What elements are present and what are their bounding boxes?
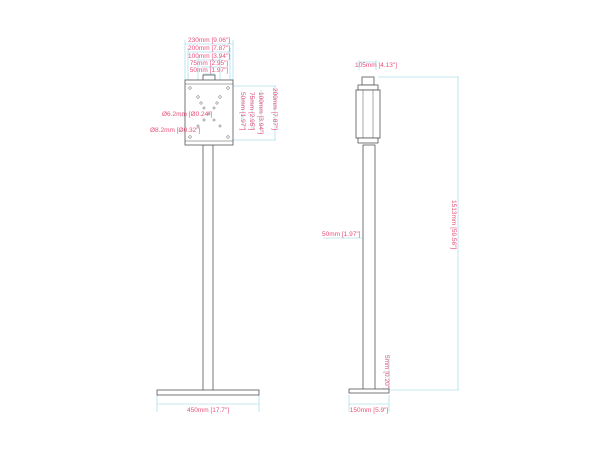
bracket-width-label: 105mm [4.13"] xyxy=(355,62,397,69)
dim-230mm: 230mm [9.06"] xyxy=(188,37,230,44)
base-width-label: 450mm [17.7"] xyxy=(187,407,229,414)
pole-front xyxy=(202,144,214,392)
base-plate-front xyxy=(156,389,260,396)
base-depth-label: 150mm [5.9"] xyxy=(350,407,389,414)
dim-h-100mm: 100mm [3.94"] xyxy=(257,92,264,134)
side-view: 105mm [4.13"] 50mm [1.97"] 1513mm [59.56… xyxy=(322,60,459,414)
dim-75mm: 75mm [2.95"] xyxy=(190,60,229,67)
bracket-body xyxy=(355,89,381,139)
dim-h-200mm: 200mm [7.87"] xyxy=(271,88,278,130)
top-cap xyxy=(361,76,375,86)
total-height-label: 1513mm [59.56"] xyxy=(450,200,457,249)
vesa-plate xyxy=(184,79,234,146)
mounting-holes xyxy=(188,86,230,139)
pole-side xyxy=(362,144,376,391)
dim-50mm: 50mm [1.97"] xyxy=(190,67,229,74)
side-dimension-lines xyxy=(323,60,459,412)
dim-h-75mm: 75mm [2.95"] xyxy=(248,92,255,131)
front-view: 230mm [9.06"] 200mm [7.87"] 100mm [3.94"… xyxy=(150,37,278,414)
base-thickness-label: 5mm [0.20"] xyxy=(383,355,390,390)
dim-100mm: 100mm [3.94"] xyxy=(188,53,230,60)
dim-200mm: 200mm [7.87"] xyxy=(188,45,230,52)
bracket-bottom-clamp xyxy=(357,137,379,144)
hole-large-label: Ø8.2mm [Ø0.32"] xyxy=(150,127,201,134)
dim-h-50mm: 50mm [1.97"] xyxy=(239,92,246,131)
pole-width-label: 50mm [1.97"] xyxy=(322,231,361,238)
bracket-top-clamp xyxy=(357,84,379,91)
hole-small-label: Ø6.2mm [Ø0.24"] xyxy=(162,111,213,118)
base-plate-side xyxy=(348,388,390,394)
